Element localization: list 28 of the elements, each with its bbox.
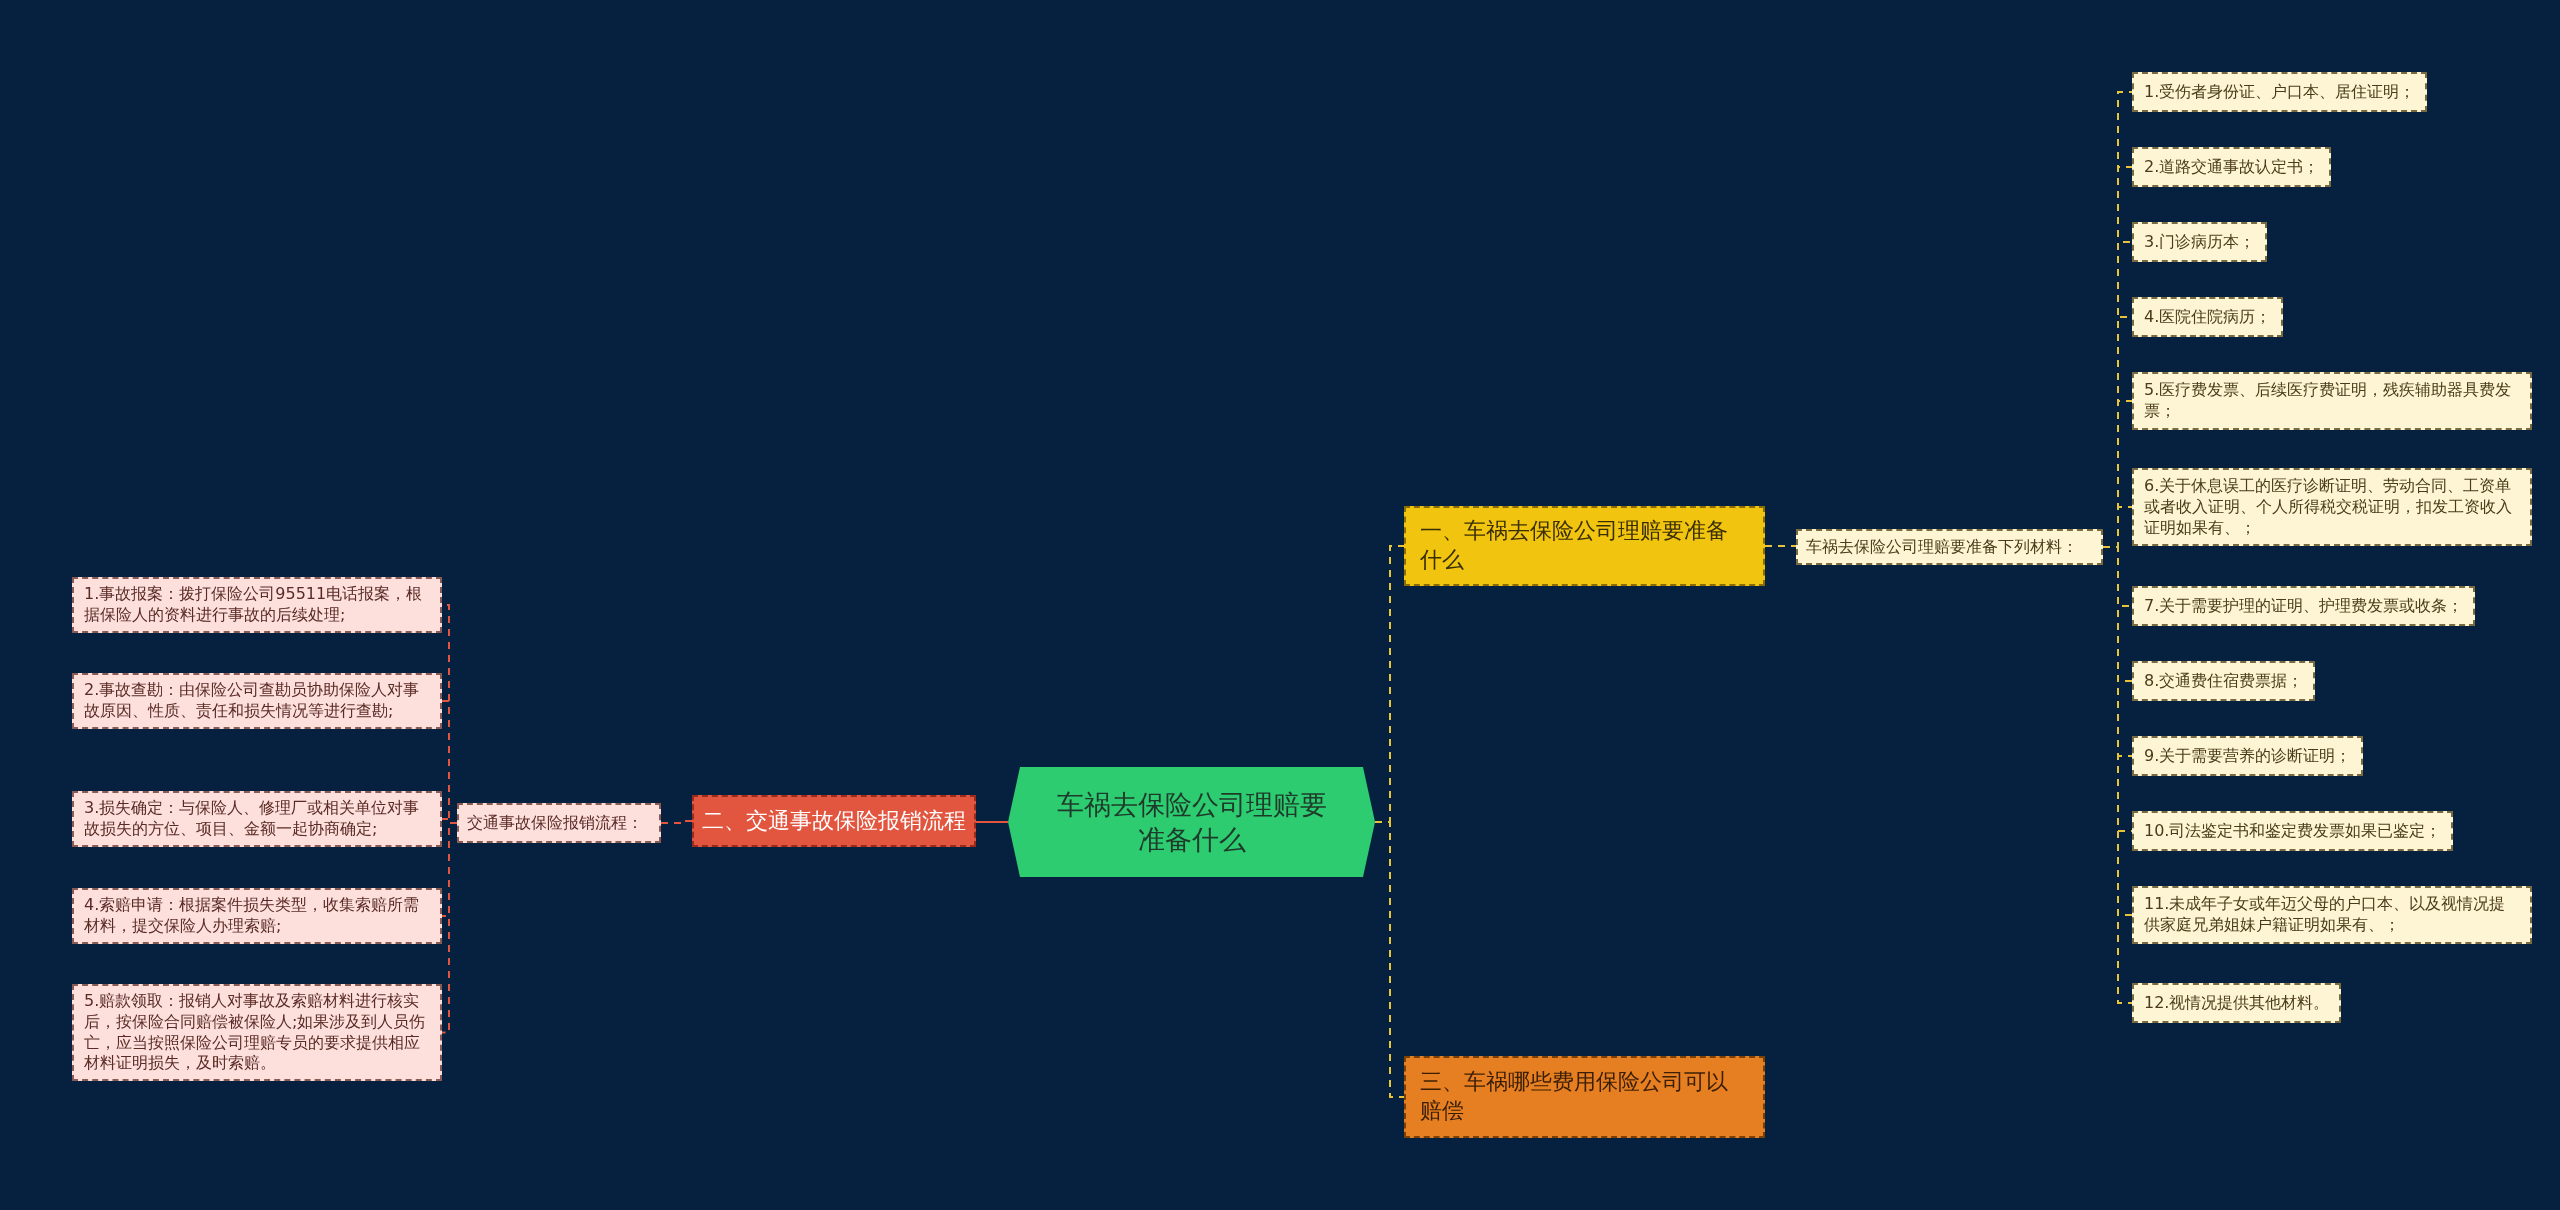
note-box: 交通事故保险报销流程： bbox=[457, 803, 661, 843]
branch-box: 三、车祸哪些费用保险公司可以赔偿 bbox=[1404, 1056, 1765, 1138]
item-box: 10.司法鉴定书和鉴定费发票如果已鉴定； bbox=[2132, 811, 2454, 851]
item-box: 6.关于休息误工的医疗诊断证明、劳动合同、工资单或者收入证明、个人所得税交税证明，扣发工资收入证明如果有、； bbox=[2132, 468, 2532, 547]
item-box: 2.事故查勘：由保险公司查勘员协助保险人对事故原因、性质、责任和损失情况等进行查勘; bbox=[72, 673, 442, 729]
item-box: 3.门诊病历本； bbox=[2132, 222, 2268, 262]
item-box: 4.索赔申请：根据案件损失类型，收集索赔所需材料，提交保险人办理索赔; bbox=[72, 888, 442, 944]
item-box: 5.赔款领取：报销人对事故及索赔材料进行核实后，按保险合同赔偿被保险人;如果涉及到人员伤亡，应当按照保险公司理赔专员的要求提供相应材料证明损失，及时索赔。 bbox=[72, 984, 442, 1082]
item-box: 3.损失确定：与保险人、修理厂或相关单位对事故损失的方位、项目、金额一起协商确定; bbox=[72, 791, 442, 847]
item-box: 7.关于需要护理的证明、护理费发票或收条； bbox=[2132, 586, 2476, 626]
item-box: 1.事故报案：拨打保险公司95511电话报案，根据保险人的资料进行事故的后续处理; bbox=[72, 577, 442, 633]
item-box: 9.关于需要营养的诊断证明； bbox=[2132, 736, 2364, 776]
item-box: 11.未成年子女或年迈父母的户口本、以及视情况提供家庭兄弟姐妹户籍证明如果有、； bbox=[2132, 886, 2532, 944]
item-box: 5.医疗费发票、后续医疗费证明，残疾辅助器具费发票； bbox=[2132, 372, 2532, 430]
item-box: 8.交通费住宿费票据； bbox=[2132, 661, 2316, 701]
branch-box: 二、交通事故保险报销流程 bbox=[692, 795, 976, 847]
item-box: 4.医院住院病历； bbox=[2132, 297, 2284, 337]
connector-line bbox=[975, 821, 1009, 823]
connector-line bbox=[441, 822, 458, 1034]
item-box: 2.道路交通事故认定书； bbox=[2132, 147, 2332, 187]
item-box: 1.受伤者身份证、户口本、居住证明； bbox=[2132, 72, 2428, 112]
branch-box: 一、车祸去保险公司理赔要准备什么 bbox=[1404, 506, 1765, 586]
connector-line bbox=[660, 820, 693, 824]
connector-line bbox=[1374, 821, 1405, 1098]
item-box: 12.视情况提供其他材料。 bbox=[2132, 983, 2342, 1023]
connector-line bbox=[1764, 545, 1797, 547]
note-box: 车祸去保险公司理赔要准备下列材料： bbox=[1796, 529, 2103, 565]
topic-hexagon: 车祸去保险公司理赔要准备什么 bbox=[1008, 767, 1375, 877]
